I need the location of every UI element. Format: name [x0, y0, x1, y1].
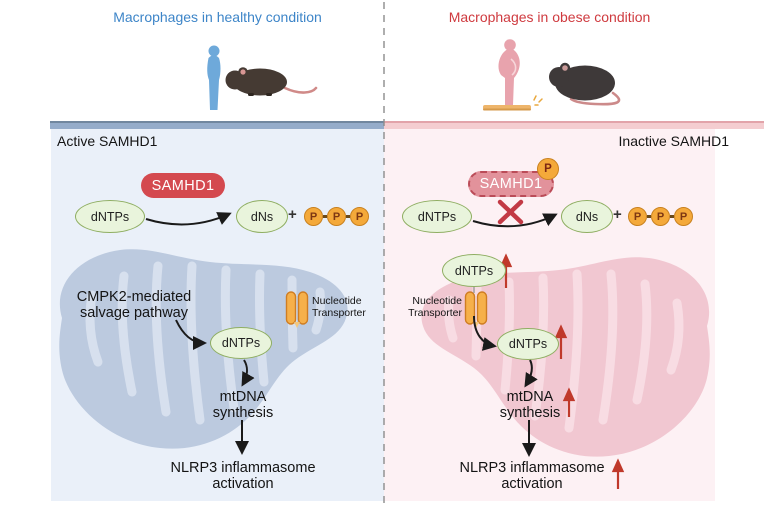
arrow-dntps-to-mtdna-healthy [241, 359, 255, 387]
phosphate-chain-obese: P P P [628, 207, 693, 226]
dns-ellipse-obese: dNs [561, 200, 613, 233]
phosphate-chain-healthy: P P P [304, 207, 369, 226]
up-arrow-nlrp3 [611, 458, 625, 489]
phosphate-icon: P [304, 207, 323, 226]
phosphate-bond [323, 215, 327, 218]
up-arrow-mtdna [562, 387, 576, 417]
active-samhd1-label: Active SAMHD1 [57, 133, 158, 149]
arrow-dntps-to-dns-healthy [145, 212, 232, 226]
mitochondria-obese [421, 257, 710, 457]
dntps-ellipse-mito-obese: dNTPs [497, 328, 559, 360]
phosphate-icon: P [628, 207, 647, 226]
obese-mouse-icon [549, 62, 621, 106]
normal-mouse-icon [225, 67, 318, 96]
cmpk2-salvage-pathway-label: CMPK2-mediated salvage pathway [76, 289, 192, 321]
phosphate-icon: P [674, 207, 693, 226]
arrow-salvage-to-dntps [175, 319, 207, 350]
dntps-ellipse-cytosol-obese: dNTPs [442, 254, 506, 287]
plus-sign-healthy: + [288, 206, 297, 223]
arrow-dntps-to-dns-obese [472, 213, 558, 228]
arrow-dntps-to-mtdna-obese [524, 359, 538, 388]
healthy-header-bar [50, 121, 384, 129]
phosphate-bond [670, 215, 674, 218]
obese-header-bar [384, 121, 764, 129]
obese-panel-title: Macrophages in obese condition [448, 9, 651, 25]
phosphate-icon: P [327, 207, 346, 226]
reaction-arrows [145, 212, 558, 457]
healthy-person-icon [207, 45, 221, 110]
dntps-ellipse-healthy: dNTPs [75, 200, 145, 233]
dntps-ellipse-obese: dNTPs [402, 200, 472, 233]
samhd1-enzyme-active: SAMHD1 [141, 173, 225, 198]
plus-sign-obese: + [613, 206, 622, 223]
nucleotide-transporter-label-healthy: Nucleotide Transporter [312, 295, 366, 319]
nucleotide-transporter-label-obese: Nucleotide Transporter [408, 295, 462, 319]
samhd1-enzyme-inactive: SAMHD1 [468, 171, 554, 197]
healthy-panel-title: Macrophages in healthy condition [113, 9, 322, 25]
nlrp3-activation-label-healthy: NLRP3 inflammasome activation [170, 460, 316, 492]
obese-person-on-scale-icon [483, 39, 543, 111]
phosphate-icon: P [651, 207, 670, 226]
inactive-samhd1-label: Inactive SAMHD1 [618, 133, 729, 149]
phosphate-icon: P [350, 207, 369, 226]
dntps-ellipse-mito-healthy: dNTPs [210, 327, 272, 359]
mtdna-synthesis-label-healthy: mtDNA synthesis [212, 389, 274, 421]
increase-arrows [499, 253, 625, 489]
phosphate-bond [647, 215, 651, 218]
arrow-transporter-to-dntps-obese [473, 315, 497, 351]
up-arrow-mito-dntps [554, 324, 568, 359]
phosphate-bond [346, 215, 350, 218]
blocked-reaction-x-icon [497, 199, 524, 225]
nlrp3-activation-label-obese: NLRP3 inflammasome activation [459, 460, 605, 492]
mtdna-synthesis-label-obese: mtDNA synthesis [499, 389, 561, 421]
phospho-badge: P [537, 158, 559, 180]
dns-ellipse-healthy: dNs [236, 200, 288, 233]
sparkle-icon [533, 95, 543, 106]
